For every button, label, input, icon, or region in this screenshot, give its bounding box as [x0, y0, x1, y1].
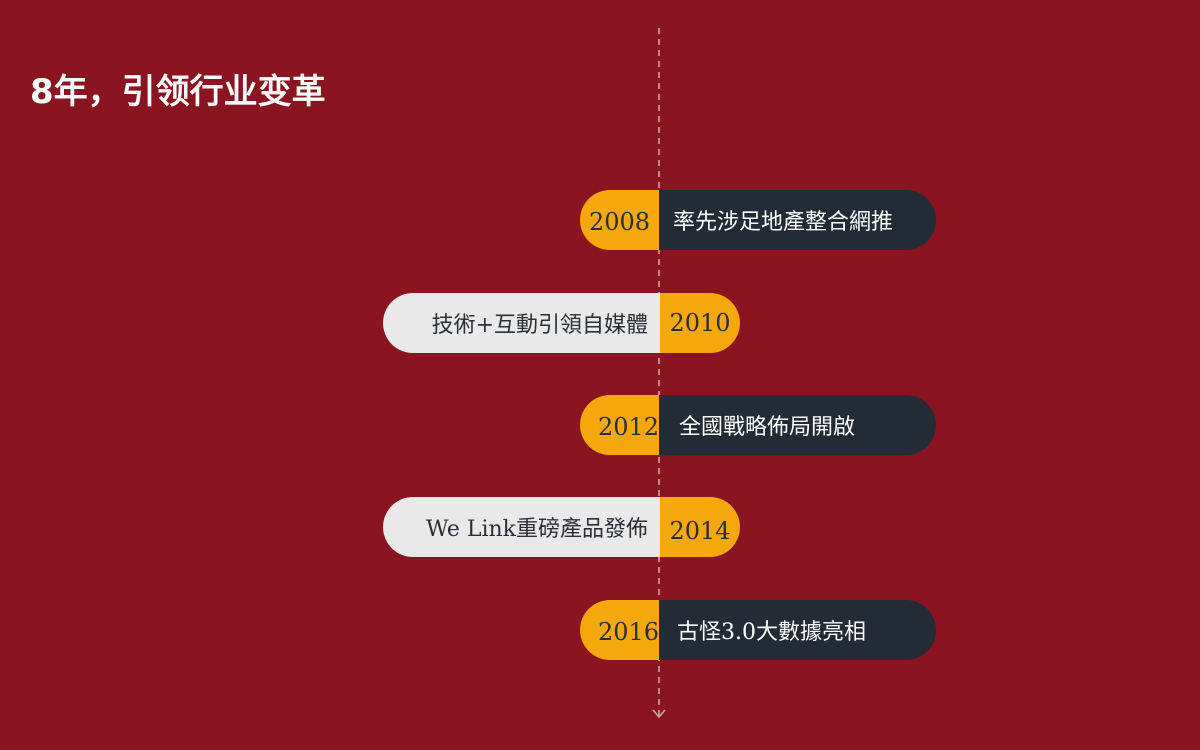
event-year: 2008 [580, 190, 659, 250]
slide-title: 8年，引领行业变革 [30, 72, 326, 112]
event-year: 2012 [580, 395, 659, 455]
timeline-event-2012: 2012 全國戰略佈局開啟 [0, 395, 1200, 455]
event-year: 2016 [580, 600, 659, 660]
event-label: We Link重磅產品發佈 [383, 497, 660, 557]
event-label: 全國戰略佈局開啟 [659, 395, 936, 455]
event-label: 率先涉足地產整合網推 [659, 190, 936, 250]
timeline-event-2010: 技術+互動引領自媒體 2010 [0, 293, 1200, 353]
timeline-event-2014: We Link重磅產品發佈 2014 [0, 497, 1200, 557]
timeline-arrow-icon [652, 709, 666, 719]
event-label: 技術+互動引領自媒體 [383, 293, 660, 353]
event-label: 古怪3.0大數據亮相 [659, 600, 936, 660]
timeline-event-2008: 2008 率先涉足地產整合網推 [0, 190, 1200, 250]
event-year: 2014 [660, 497, 740, 557]
timeline-event-2016: 2016 古怪3.0大數據亮相 [0, 600, 1200, 660]
event-year: 2010 [660, 293, 740, 353]
